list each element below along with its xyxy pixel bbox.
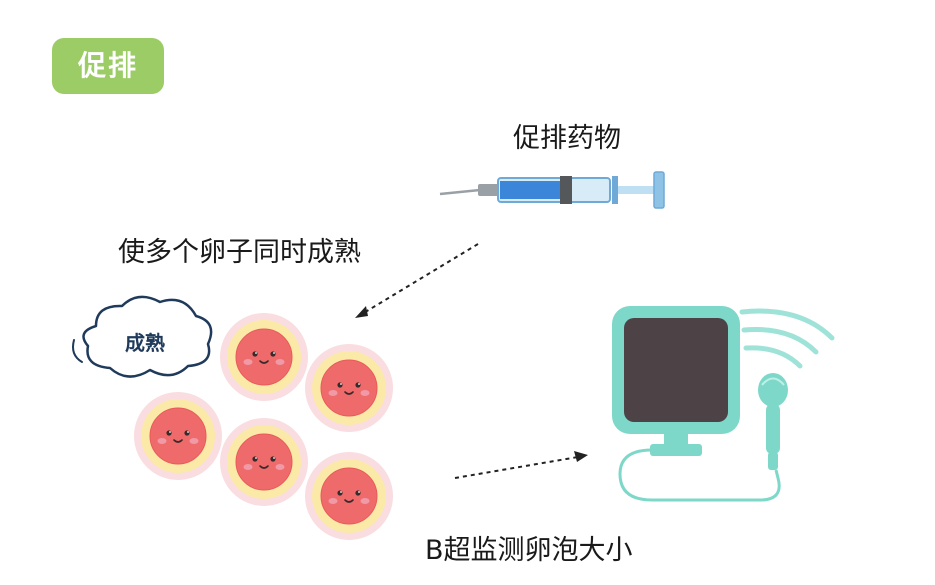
arrow-to-ultrasound	[454, 451, 588, 479]
cloud-text: 成熟	[125, 331, 165, 355]
egg-cell-icon	[305, 344, 393, 432]
bscan-label: B超监测卵泡大小	[425, 535, 633, 566]
drug-label: 促排药物	[513, 123, 621, 154]
signal-waves-icon	[739, 308, 835, 369]
mature-label: 使多个卵子同时成熟	[118, 237, 361, 268]
egg-cell-icon	[220, 313, 308, 401]
syringe-icon	[439, 171, 665, 209]
arrow-to-eggs	[355, 243, 479, 318]
ultrasound-machine-icon	[612, 306, 788, 502]
section-badge: 促排	[52, 38, 164, 94]
thought-cloud-icon: 成熟	[72, 295, 213, 378]
egg-cell-icon	[220, 418, 308, 506]
egg-cell-icon	[134, 392, 222, 480]
egg-cell-icon	[305, 452, 393, 540]
